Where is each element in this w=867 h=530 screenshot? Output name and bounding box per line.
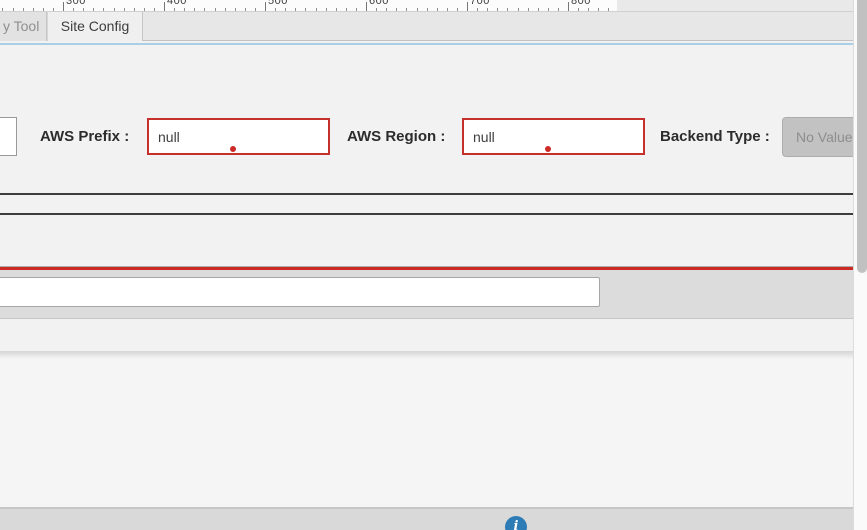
horizontal-ruler: 300 400 500 600 700 800 xyxy=(0,0,617,11)
ruler-tick xyxy=(194,8,196,11)
ruler-tick xyxy=(22,8,24,11)
ruler-tick xyxy=(103,8,105,11)
ruler-tick xyxy=(527,8,529,11)
bottom-text-input[interactable] xyxy=(0,277,600,307)
footer-bar xyxy=(0,509,853,530)
ruler-tick xyxy=(184,8,186,11)
ruler-tick xyxy=(426,8,428,11)
ruler-tick xyxy=(254,8,256,11)
ruler-tick xyxy=(174,8,176,11)
ruler-tick xyxy=(578,8,580,11)
ruler-tick xyxy=(557,8,559,11)
aws-region-input[interactable] xyxy=(462,118,645,155)
ruler-tick xyxy=(214,8,216,11)
ruler-tick xyxy=(234,8,236,11)
ruler-tick xyxy=(477,8,479,11)
ruler-tick xyxy=(73,8,75,11)
ruler-tick xyxy=(436,8,438,11)
ruler-tick xyxy=(446,8,448,11)
validation-dot xyxy=(545,146,551,152)
ruler-tick xyxy=(588,8,590,11)
ruler-label: 500 xyxy=(268,0,288,7)
ruler-tick xyxy=(386,8,388,11)
backend-type-dropdown[interactable]: No Value xyxy=(782,117,858,157)
lower-panel xyxy=(0,351,853,507)
ruler-tick xyxy=(204,8,206,11)
ruler-tick xyxy=(164,2,165,11)
ruler-label: 300 xyxy=(66,0,86,7)
ruler-tick xyxy=(83,8,85,11)
ruler-tick xyxy=(113,8,115,11)
ruler-tick xyxy=(568,2,569,11)
ruler-tick xyxy=(608,8,610,11)
ruler-tick xyxy=(52,8,54,11)
ruler-tick xyxy=(467,2,468,11)
tab-tool[interactable]: y Tool xyxy=(0,12,47,41)
accent-divider-red xyxy=(0,267,853,270)
ruler-label: 600 xyxy=(369,0,389,7)
ruler-tick xyxy=(487,8,489,11)
ruler-tick xyxy=(315,8,317,11)
ruler-tick xyxy=(153,8,155,11)
ruler-tick xyxy=(325,8,327,11)
footer-divider xyxy=(0,507,853,509)
ruler-tick xyxy=(416,8,418,11)
ruler-tick xyxy=(598,8,600,11)
aws-region-label: AWS Region : xyxy=(347,128,446,145)
ruler-tick xyxy=(244,8,246,11)
ruler-label: 400 xyxy=(167,0,187,7)
tab-site-config[interactable]: Site Config xyxy=(47,12,143,41)
ruler-tick xyxy=(224,8,226,11)
ruler-label: 800 xyxy=(571,0,591,7)
backend-type-label: Backend Type : xyxy=(660,128,770,145)
ruler-tick xyxy=(265,2,266,11)
ruler-tick xyxy=(12,8,14,11)
ruler-tick xyxy=(355,8,357,11)
light-band xyxy=(0,319,853,351)
ruler-tick xyxy=(497,8,499,11)
ruler-tick xyxy=(295,8,297,11)
ruler-tick xyxy=(143,8,145,11)
info-icon[interactable]: i xyxy=(505,516,527,530)
vertical-scrollbar[interactable] xyxy=(853,0,867,530)
aws-prefix-label: AWS Prefix : xyxy=(40,128,130,145)
ruler-tick xyxy=(376,8,378,11)
ruler-tick xyxy=(2,8,4,11)
cutoff-input-left[interactable] xyxy=(0,117,17,156)
scrollbar-thumb[interactable] xyxy=(857,0,867,273)
divider-gray xyxy=(0,318,853,319)
ruler-tick xyxy=(93,8,95,11)
ruler-tick xyxy=(396,8,398,11)
ruler-tick xyxy=(32,8,34,11)
ruler-tick xyxy=(537,8,539,11)
divider-dark xyxy=(0,213,853,215)
ruler-tick xyxy=(335,8,337,11)
ruler-tick xyxy=(133,8,135,11)
ruler-tick xyxy=(305,8,307,11)
site-config-panel xyxy=(0,45,853,267)
tab-bar: y Tool Site Config xyxy=(0,11,853,41)
divider-gray xyxy=(0,266,853,267)
validation-dot xyxy=(230,146,236,152)
ruler-label: 700 xyxy=(470,0,490,7)
ruler-empty-area xyxy=(617,0,853,11)
divider-dark xyxy=(0,193,853,195)
ruler-tick xyxy=(456,8,458,11)
ruler-tick xyxy=(42,8,44,11)
ruler-tick xyxy=(406,8,408,11)
ruler-tick xyxy=(366,2,367,11)
ruler-tick xyxy=(507,8,509,11)
ruler-tick xyxy=(285,8,287,11)
ruler-tick xyxy=(63,2,64,11)
accent-divider-blue xyxy=(0,43,853,45)
ruler-tick xyxy=(345,8,347,11)
ruler-tick xyxy=(517,8,519,11)
ruler-tick xyxy=(547,8,549,11)
ruler-tick xyxy=(275,8,277,11)
aws-prefix-input[interactable] xyxy=(147,118,330,155)
ruler-tick xyxy=(123,8,125,11)
